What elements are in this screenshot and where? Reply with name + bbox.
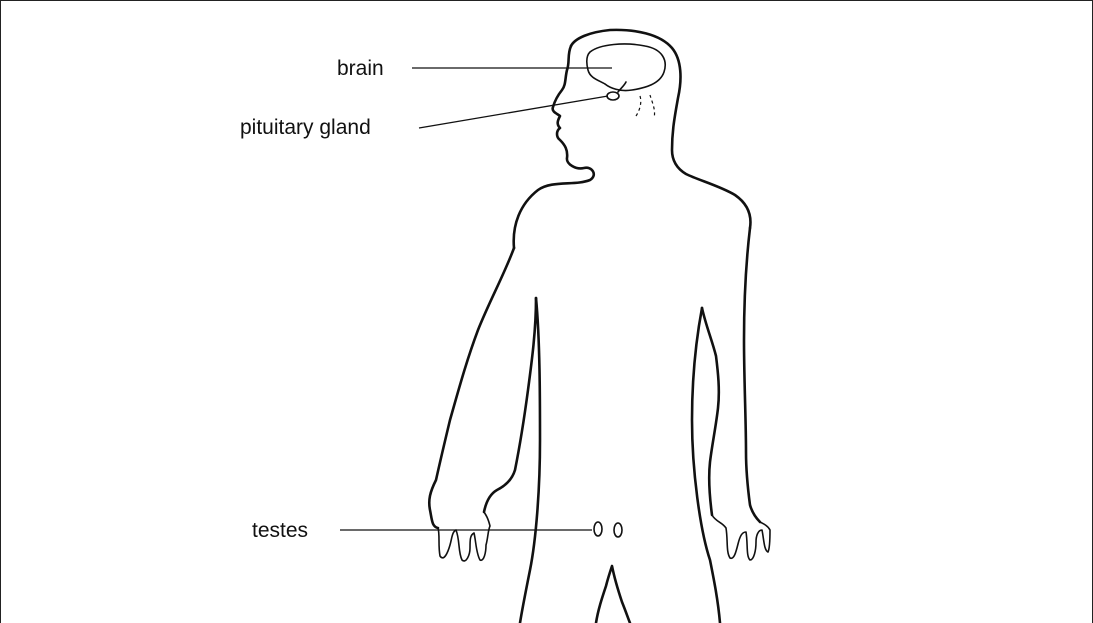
left-arm-inner: [484, 298, 536, 512]
left-hand-fingers: [438, 512, 490, 561]
spinal-cord: [650, 95, 655, 118]
testes-label: testes: [252, 520, 308, 541]
testis-left: [594, 522, 602, 536]
right-hand-fingers: [712, 515, 770, 560]
pituitary-gland-shape: [607, 92, 619, 100]
testis-right: [614, 523, 622, 537]
head-outline: [571, 30, 750, 228]
left-torso: [520, 298, 540, 623]
spinal-cord-2: [636, 96, 641, 116]
right-arm-inner: [702, 308, 719, 515]
right-shoulder: [744, 228, 760, 522]
brain-label: brain: [337, 58, 384, 79]
pituitary-gland-label: pituitary gland: [240, 117, 371, 138]
face-profile: [514, 46, 594, 248]
inner-legs: [596, 566, 630, 623]
pituitary-leader-line: [419, 96, 608, 128]
left-arm-outer: [429, 248, 514, 528]
